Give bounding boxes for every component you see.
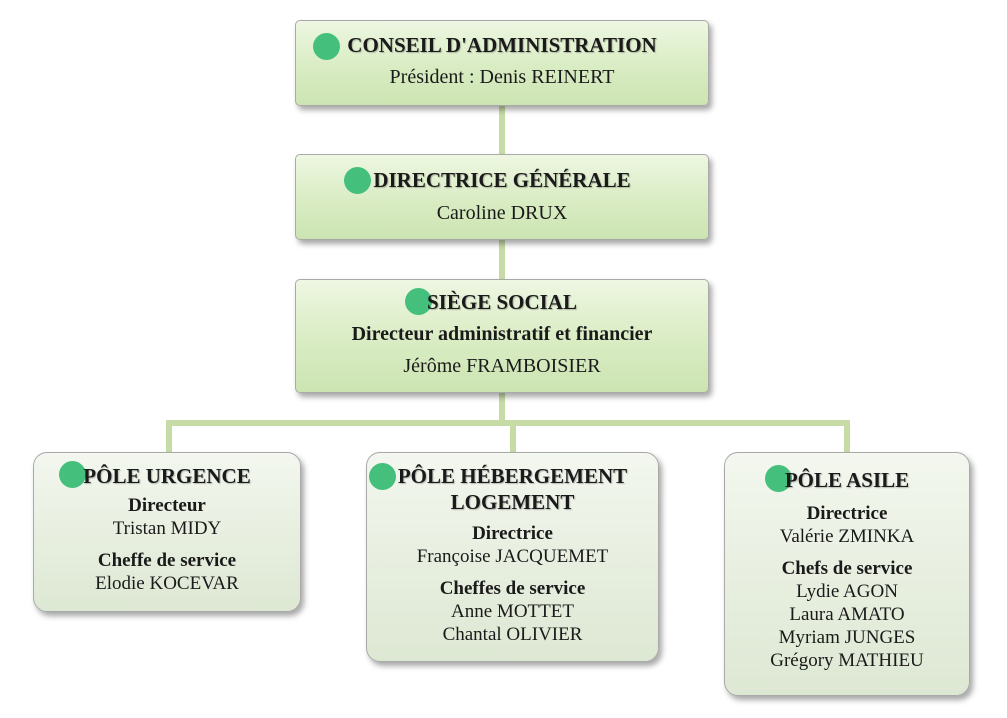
siege-title: SIÈGE SOCIAL xyxy=(427,290,577,314)
pole-hebergement-title-line1: PÔLE HÉBERGEMENT xyxy=(397,464,628,488)
bullet-dot-icon xyxy=(59,461,86,488)
directrice-generale-box: DIRECTRICE GÉNÉRALE Caroline DRUX xyxy=(295,154,709,240)
pole-asile-title: PÔLE ASILE xyxy=(784,468,910,492)
connector-horizontal-bar xyxy=(166,420,850,426)
conseil-box: CONSEIL D'ADMINISTRATION Président : Den… xyxy=(295,20,709,106)
siege-role: Directeur administratif et financier xyxy=(351,323,653,345)
pole-asile-chief-name: Myriam JUNGES xyxy=(778,627,916,648)
pole-urgence-title: PÔLE URGENCE xyxy=(83,464,251,488)
connector-conseil-dg xyxy=(499,106,505,155)
connector-siege-trunk xyxy=(499,393,505,423)
bullet-dot-icon xyxy=(369,463,396,490)
pole-urgence-chiefs-role: Cheffe de service xyxy=(97,550,237,571)
pole-hebergement-chief-name: Chantal OLIVIER xyxy=(442,624,583,645)
pole-asile-box: PÔLE ASILE Directrice Valérie ZMINKA Che… xyxy=(724,452,970,696)
pole-urgence-director-role: Directeur xyxy=(128,495,206,516)
pole-asile-chief-name: Grégory MATHIEU xyxy=(770,650,924,671)
pole-asile-director-role: Directrice xyxy=(806,503,888,524)
siege-social-box: SIÈGE SOCIAL Directeur administratif et … xyxy=(295,279,709,393)
bullet-dot-icon xyxy=(405,288,432,315)
pole-urgence-chief-name: Elodie KOCEVAR xyxy=(95,573,239,594)
siege-name: Jérôme FRAMBOISIER xyxy=(403,355,601,377)
pole-urgence-box: PÔLE URGENCE Directeur Tristan MIDY Chef… xyxy=(33,452,301,612)
pole-asile-chiefs-role: Chefs de service xyxy=(781,558,913,579)
connector-to-urgence xyxy=(166,420,172,453)
directrice-generale-title: DIRECTRICE GÉNÉRALE xyxy=(373,168,631,192)
pole-hebergement-chiefs-role: Cheffes de service xyxy=(439,578,586,599)
conseil-president: Président : Denis REINERT xyxy=(389,66,615,88)
conseil-title: CONSEIL D'ADMINISTRATION xyxy=(347,33,657,57)
connector-to-asile xyxy=(844,420,850,453)
pole-hebergement-box: PÔLE HÉBERGEMENT LOGEMENT Directrice Fra… xyxy=(366,452,659,662)
bullet-dot-icon xyxy=(313,33,340,60)
connector-dg-siege xyxy=(499,240,505,280)
pole-asile-chief-name: Laura AMATO xyxy=(789,604,905,625)
pole-hebergement-title-line2: LOGEMENT xyxy=(450,490,575,514)
pole-hebergement-chief-name: Anne MOTTET xyxy=(451,601,574,622)
bullet-dot-icon xyxy=(765,465,792,492)
connector-to-hebergement xyxy=(510,420,516,453)
bullet-dot-icon xyxy=(344,167,371,194)
pole-hebergement-director-role: Directrice xyxy=(472,523,553,544)
pole-hebergement-director-name: Françoise JACQUEMET xyxy=(416,546,609,567)
directrice-generale-name: Caroline DRUX xyxy=(436,202,568,224)
pole-asile-director-name: Valérie ZMINKA xyxy=(779,526,915,547)
pole-asile-chief-name: Lydie AGON xyxy=(796,581,898,602)
pole-urgence-director-name: Tristan MIDY xyxy=(112,518,222,539)
